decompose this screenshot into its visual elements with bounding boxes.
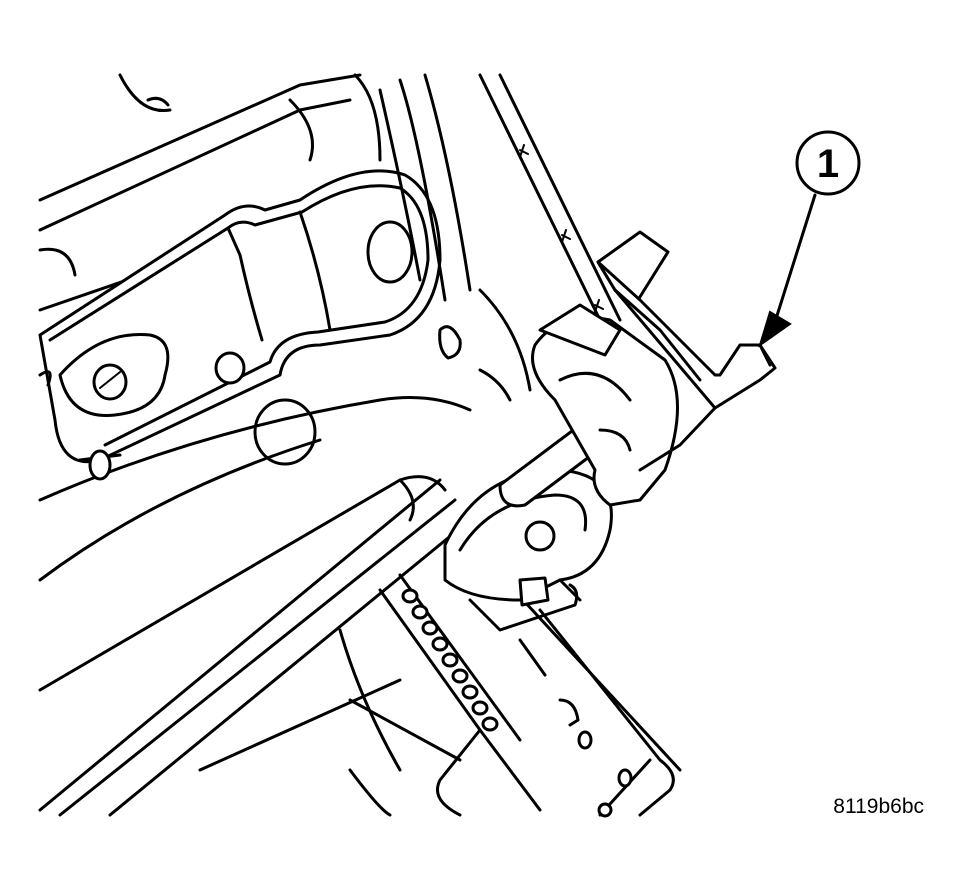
callout-1: 1	[795, 130, 861, 196]
lower-frame	[38, 288, 532, 582]
upright-rails	[378, 73, 622, 322]
figure-reference-code: 8119b6bc	[833, 795, 924, 818]
arrowhead-icon	[758, 310, 792, 348]
callout-leader	[758, 193, 817, 348]
callout-circle	[795, 130, 861, 196]
recliner-hinge	[443, 303, 679, 632]
diagonal-beam	[38, 475, 472, 817]
hinge-bracket-plate	[38, 169, 442, 466]
seat-track-rail	[338, 573, 682, 818]
track-slots	[401, 588, 499, 732]
callout-number: 1	[817, 142, 839, 186]
